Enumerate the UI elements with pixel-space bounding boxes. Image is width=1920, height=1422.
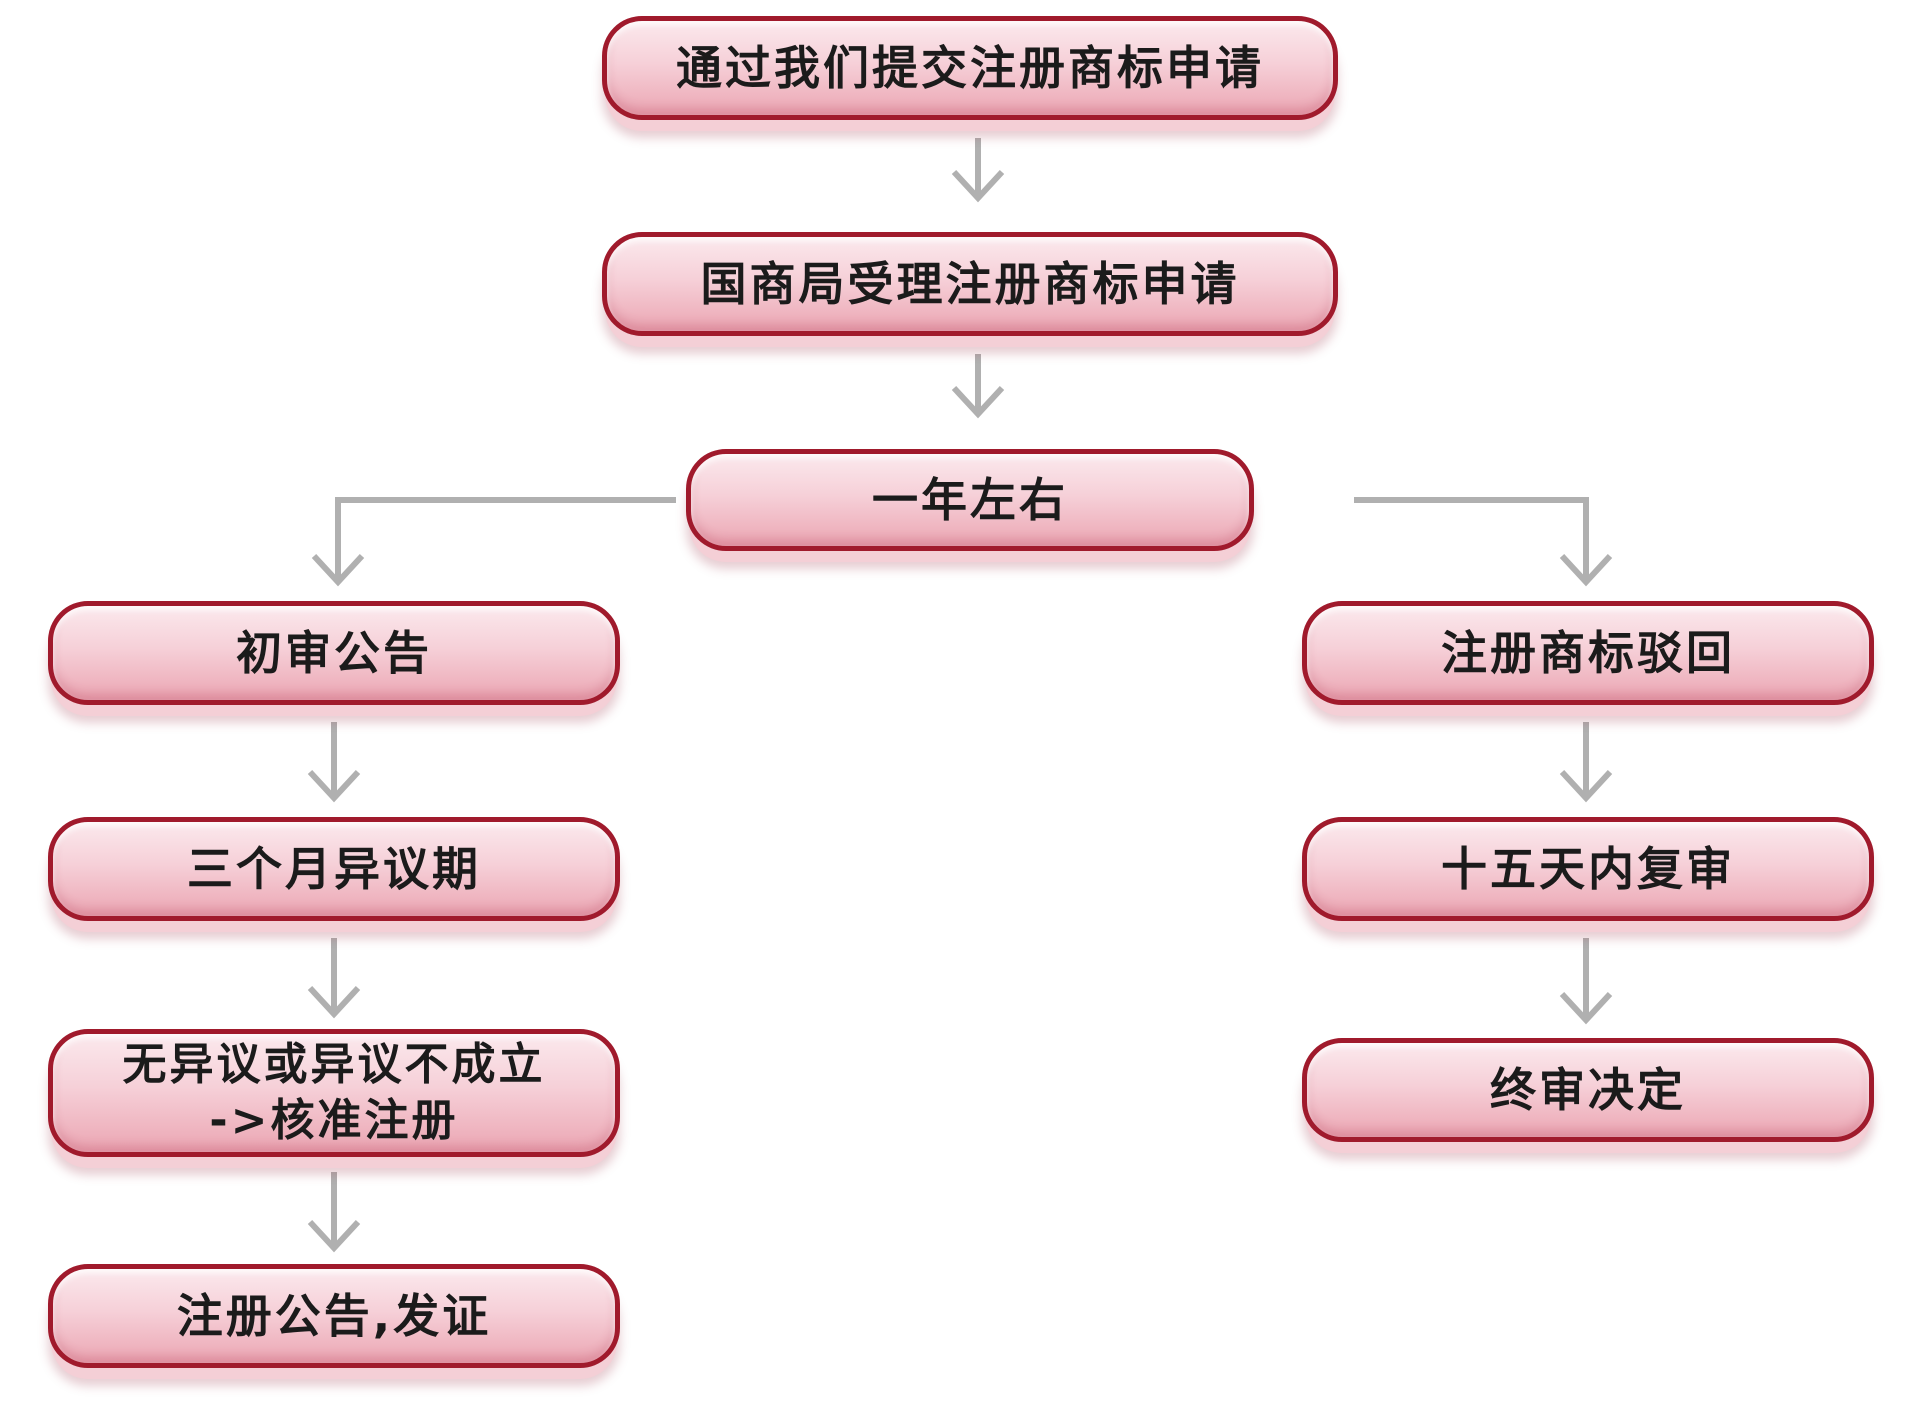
node-opposition-period: 三个月异议期 <box>48 817 620 921</box>
arrow-submit-to-bureau <box>951 138 1005 203</box>
arrow-opposition-to-approval <box>307 938 361 1019</box>
arrow-rejection-to-review <box>1559 722 1613 803</box>
arrow-preliminary-to-opposition <box>307 722 361 803</box>
node-label: 注册公告,发证 <box>176 1289 492 1343</box>
arrow-one-year-to-rejection <box>1354 497 1613 587</box>
node-preliminary-announcement: 初审公告 <box>48 601 620 705</box>
node-label: 一年左右 <box>872 473 1068 527</box>
node-label: 初审公告 <box>236 626 432 680</box>
node-label: 通过我们提交注册商标申请 <box>676 41 1264 95</box>
node-registration-certificate: 注册公告,发证 <box>48 1264 620 1368</box>
node-no-opposition-approval: 无异议或异议不成立 ->核准注册 <box>48 1029 620 1157</box>
arrow-approval-to-certificate <box>307 1172 361 1253</box>
node-label-group: 无异议或异议不成立 ->核准注册 <box>123 1037 546 1149</box>
arrow-bureau-to-one-year <box>951 354 1005 419</box>
node-label: 国商局受理注册商标申请 <box>700 257 1240 311</box>
node-bureau-accepts: 国商局受理注册商标申请 <box>602 232 1338 336</box>
node-label: 注册商标驳回 <box>1441 626 1735 680</box>
node-label-line-1: 无异议或异议不成立 <box>122 1039 546 1090</box>
node-final-decision: 终审决定 <box>1302 1038 1874 1142</box>
node-label: 十五天内复审 <box>1441 842 1735 896</box>
node-about-one-year: 一年左右 <box>686 449 1254 551</box>
arrow-one-year-to-preliminary <box>311 497 676 587</box>
node-label: 三个月异议期 <box>187 842 481 896</box>
node-review-within-15-days: 十五天内复审 <box>1302 817 1874 921</box>
node-label: 终审决定 <box>1490 1063 1686 1117</box>
arrow-review-to-final <box>1559 938 1613 1025</box>
node-rejection: 注册商标驳回 <box>1302 601 1874 705</box>
node-submit-application: 通过我们提交注册商标申请 <box>602 16 1338 120</box>
node-label-line-2: ->核准注册 <box>209 1095 459 1146</box>
